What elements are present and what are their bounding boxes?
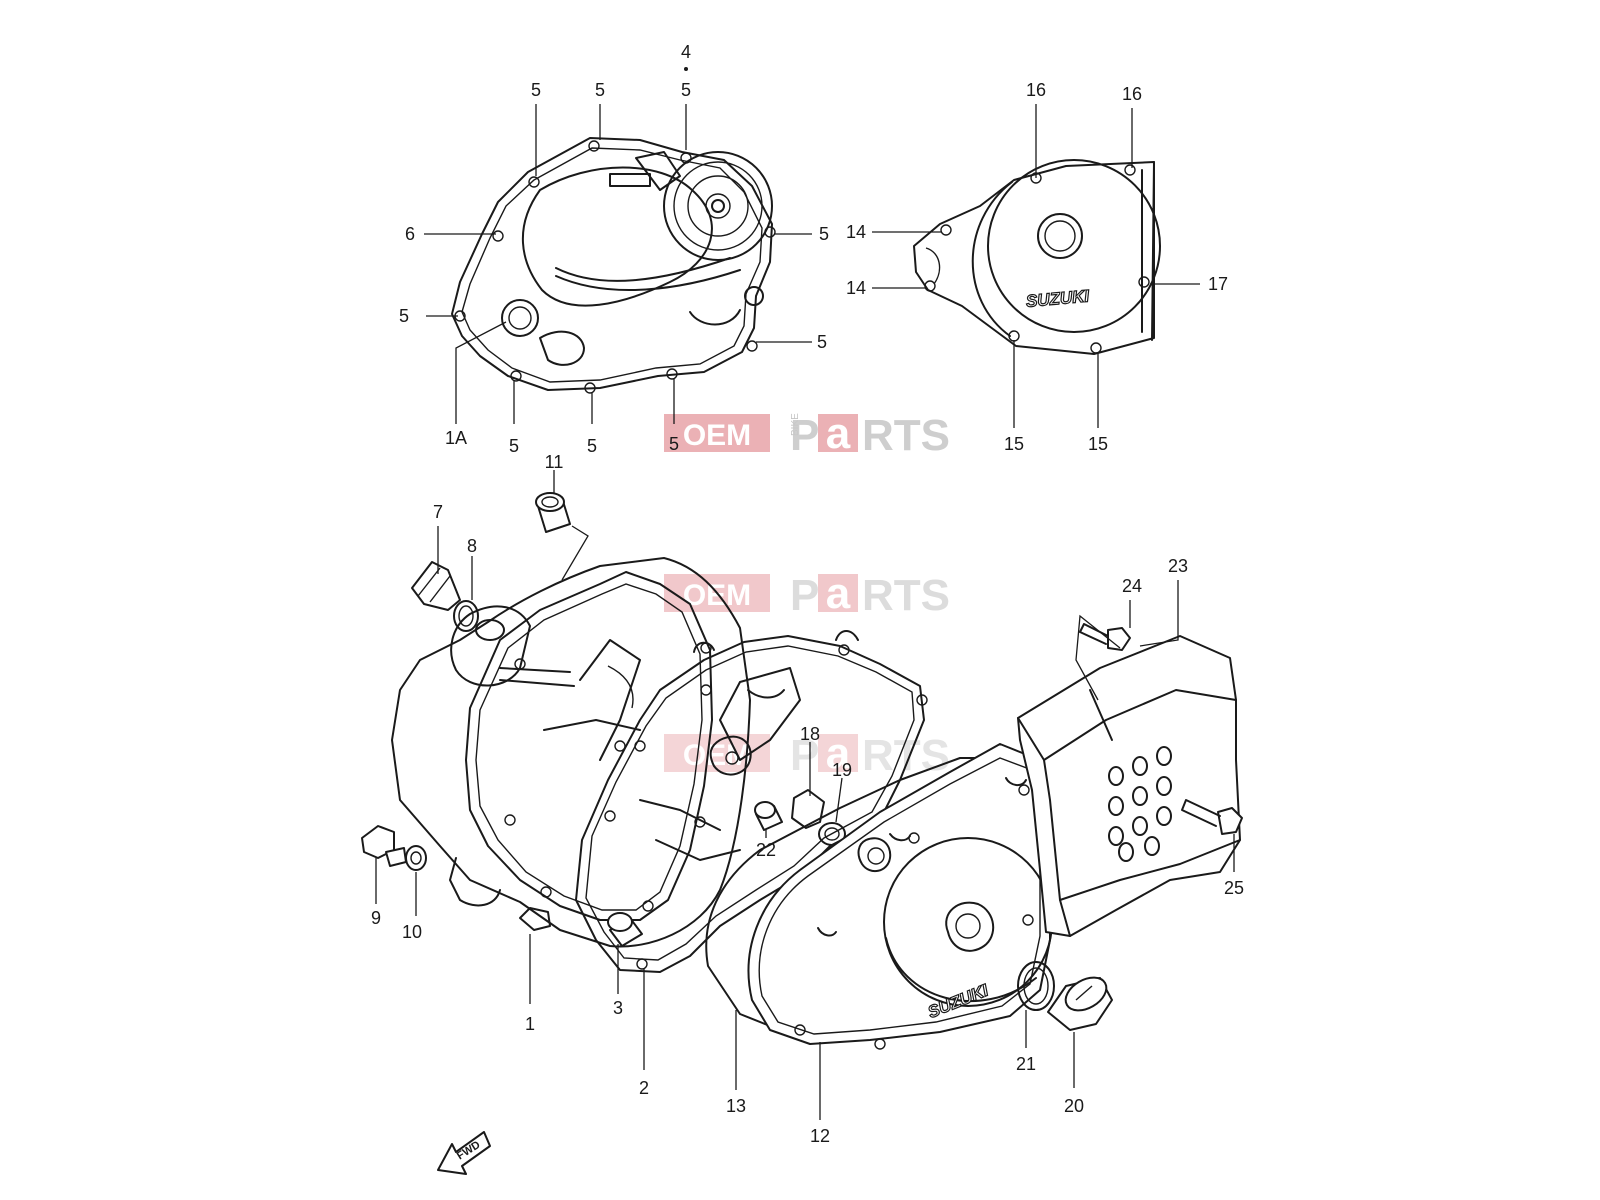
watermark-top: OEM BIKE P a RTS xyxy=(664,409,950,460)
watermark-a-text: a xyxy=(826,569,851,618)
callout-11: 11 xyxy=(545,452,564,472)
sprocket-cover-vents xyxy=(1108,746,1172,862)
watermark-p-text: P xyxy=(790,571,819,620)
watermark-bike-text: BIKE xyxy=(790,413,801,436)
watermark-rts-text: RTS xyxy=(862,731,950,780)
callout-16: 16 xyxy=(1122,84,1142,104)
callout-25: 25 xyxy=(1224,878,1244,898)
callout-15: 15 xyxy=(1088,434,1108,454)
callout-labels: 4 5 5 5 6 5 5 5 1A 5 5 5 16 16 14 14 17 … xyxy=(371,42,1244,1146)
callout-5: 5 xyxy=(399,306,409,326)
watermark-oem-text: OEM xyxy=(683,579,751,612)
callout-1: 1 xyxy=(525,1014,535,1034)
callout-13: 13 xyxy=(726,1096,746,1116)
part-10-washer xyxy=(405,845,427,871)
part-25-bolt xyxy=(1181,799,1243,835)
watermark-p-text: P xyxy=(790,731,819,780)
fwd-arrow: FWD xyxy=(437,1131,491,1175)
part-20-plug xyxy=(1047,976,1113,1031)
callout-5: 5 xyxy=(509,436,519,456)
callout-5: 5 xyxy=(819,224,829,244)
callout-6: 6 xyxy=(405,224,415,244)
watermark-a-text: a xyxy=(826,409,851,458)
callout-8: 8 xyxy=(467,536,477,556)
callout-1a: 1A xyxy=(445,428,467,448)
part-8-o-ring xyxy=(453,600,479,632)
part-9-drain-bolt xyxy=(361,825,407,867)
watermark-rts-text: RTS xyxy=(862,411,950,460)
callout-14: 14 xyxy=(846,278,866,298)
callout-16: 16 xyxy=(1026,80,1046,100)
callout-12: 12 xyxy=(810,1126,830,1146)
callout-10: 10 xyxy=(402,922,422,942)
callout-7: 7 xyxy=(433,502,443,522)
callout-23: 23 xyxy=(1168,556,1188,576)
callout-18: 18 xyxy=(800,724,820,744)
sprocket-cover-part-23 xyxy=(1017,635,1241,937)
callout-5: 5 xyxy=(587,436,597,456)
callout-20: 20 xyxy=(1064,1096,1084,1116)
watermark-mid: OEM P a RTS xyxy=(664,569,950,620)
callout-5: 5 xyxy=(817,332,827,352)
watermark-low: OEM P a RTS xyxy=(664,729,950,780)
part-21-o-ring xyxy=(1017,961,1055,1011)
callout-22: 22 xyxy=(756,840,776,860)
watermark-oem-text: OEM xyxy=(683,419,751,452)
callout-24: 24 xyxy=(1122,576,1142,596)
watermark-oem-text: OEM xyxy=(683,739,751,772)
watermark-a-text: a xyxy=(826,729,851,778)
callout-2: 2 xyxy=(639,1078,649,1098)
callout-3: 3 xyxy=(613,998,623,1018)
callout-15: 15 xyxy=(1004,434,1024,454)
clutch-cover-1a xyxy=(451,137,776,394)
callout-4: 4 xyxy=(681,42,691,62)
callout-17: 17 xyxy=(1208,274,1228,294)
crankcase-cover-part-1 xyxy=(391,557,751,948)
callout-5: 5 xyxy=(669,434,679,454)
part-3-dowel xyxy=(607,912,643,947)
part-7-filler-cap xyxy=(411,561,461,611)
callout-5: 5 xyxy=(531,80,541,100)
part-11-seal xyxy=(535,492,589,581)
part-24-bolt xyxy=(1079,623,1131,651)
callout-19: 19 xyxy=(832,760,852,780)
callout-5: 5 xyxy=(595,80,605,100)
watermark-rts-text: RTS xyxy=(862,571,950,620)
callout-14: 14 xyxy=(846,222,866,242)
part-19-washer xyxy=(818,822,846,846)
magneto-cover-top: SUZUKI xyxy=(913,159,1161,355)
watermark-p-text: P xyxy=(790,411,819,460)
callout-21: 21 xyxy=(1016,1054,1036,1074)
suzuki-logo-top: SUZUKI xyxy=(1025,286,1091,311)
magneto-cover-part-12: SUZUKI xyxy=(747,743,1053,1050)
callout-5: 5 xyxy=(681,80,691,100)
leader-lines xyxy=(375,67,1235,1120)
part-22-dowel xyxy=(754,801,783,831)
callout-9: 9 xyxy=(371,908,381,928)
part-18-plug xyxy=(791,789,825,829)
